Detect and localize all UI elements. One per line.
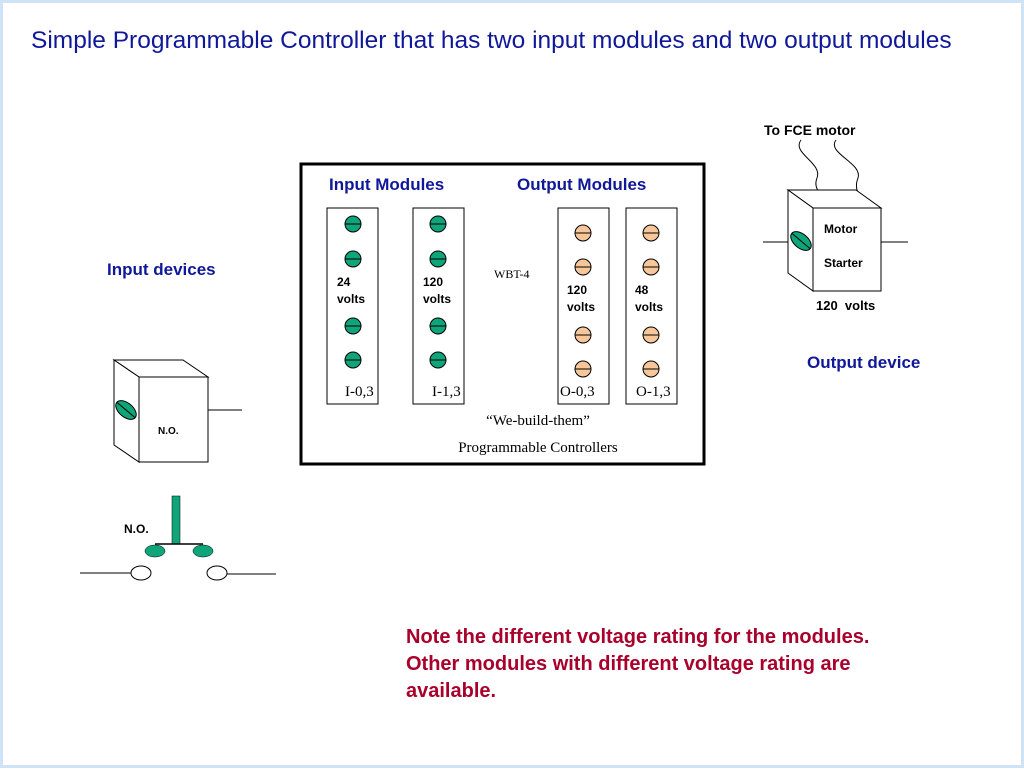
- module-voltage: 24: [337, 275, 351, 289]
- note-line: Other modules with different voltage rat…: [406, 653, 851, 675]
- output-module-2: 48 volts O-1,3: [625, 207, 678, 405]
- slide-title: Simple Programmable Controller that has …: [31, 27, 952, 54]
- module-address: O-0,3: [560, 384, 595, 400]
- motor-starter-box: Motor Starter: [763, 189, 908, 292]
- module-unit: volts: [423, 292, 451, 306]
- limit-switch-box: N.O.: [112, 359, 242, 463]
- note-line: available.: [406, 680, 497, 702]
- output-module-1: 120 volts O-0,3: [557, 207, 610, 405]
- starter-line-2: Starter: [824, 256, 863, 270]
- input-terminal: [429, 215, 447, 233]
- module-unit: volts: [337, 292, 365, 306]
- switch-actuator-icon: [115, 400, 137, 420]
- starter-contact-icon: [790, 231, 812, 251]
- input-terminal: [344, 351, 362, 369]
- normally-open-contact: N.O.: [80, 495, 276, 581]
- module-unit: volts: [567, 300, 595, 314]
- input-module-2: 120 volts I-1,3: [412, 207, 465, 405]
- tagline: “We-build-them”: [486, 413, 590, 429]
- module-voltage: 48: [635, 283, 649, 297]
- input-modules-label: Input Modules: [329, 175, 444, 194]
- output-terminal: [642, 360, 660, 378]
- input-terminal: [429, 250, 447, 268]
- output-terminal: [574, 360, 592, 378]
- input-terminal: [429, 317, 447, 335]
- starter-line-1: Motor: [824, 222, 858, 236]
- module-address: O-1,3: [636, 384, 671, 400]
- output-terminal: [642, 326, 660, 344]
- output-terminal: [642, 258, 660, 276]
- output-device-label: Output device: [807, 353, 920, 372]
- fce-motor-label: To FCE motor: [764, 122, 856, 138]
- note-line: Note the different voltage rating for th…: [406, 626, 870, 648]
- input-terminal: [429, 351, 447, 369]
- starter-voltage: 120 volts: [816, 298, 875, 313]
- input-terminal: [344, 250, 362, 268]
- output-terminal: [574, 258, 592, 276]
- brand-label: Programmable Controllers: [458, 440, 618, 456]
- output-modules-label: Output Modules: [517, 175, 646, 194]
- input-terminal: [344, 317, 362, 335]
- plc-diagram: Input Modules Output Modules WBT-4 24 vo…: [80, 122, 920, 581]
- motor-wire: [798, 139, 822, 199]
- switch-box-label: N.O.: [158, 426, 179, 437]
- input-devices-label: Input devices: [107, 260, 216, 279]
- module-unit: volts: [635, 300, 663, 314]
- module-address: I-1,3: [432, 384, 461, 400]
- module-voltage: 120: [423, 275, 443, 289]
- module-address: I-0,3: [345, 384, 374, 400]
- output-terminal: [574, 224, 592, 242]
- input-module-1: 24 volts I-0,3: [326, 207, 379, 405]
- output-terminal: [574, 326, 592, 344]
- module-voltage: 120: [567, 283, 587, 297]
- contact-label: N.O.: [124, 522, 149, 536]
- output-terminal: [642, 224, 660, 242]
- model-label: WBT-4: [494, 267, 530, 281]
- voltage-note: Note the different voltage rating for th…: [406, 624, 1006, 705]
- input-terminal: [344, 215, 362, 233]
- motor-wire: [833, 139, 860, 199]
